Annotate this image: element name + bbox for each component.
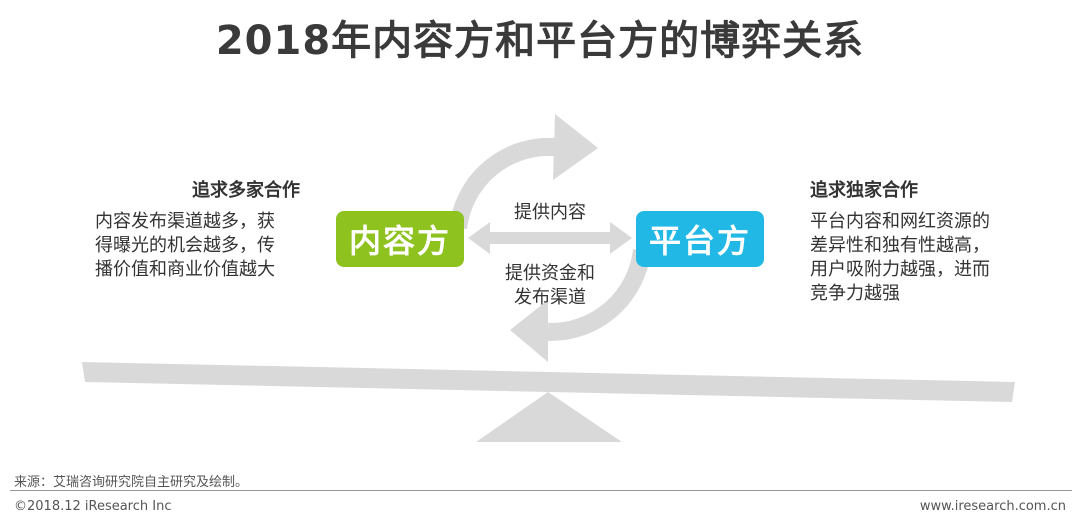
cycle-arrows (449, 137, 651, 342)
cycle-arrowhead-bottom (510, 300, 548, 362)
page-title: 2018年内容方和平台方的博弈关系 (215, 18, 865, 64)
right-desc-line: 平台内容和网红资源的 (810, 211, 990, 232)
right-desc-line: 竞争力越强 (810, 283, 900, 304)
cycle-arrow-bottom (547, 248, 651, 342)
mid-bottom-line: 提供资金和 (505, 263, 595, 284)
cycle-arrow-top (449, 137, 556, 230)
provide-funding-label: 提供资金和 发布渠道 (480, 262, 620, 310)
left-desc-line: 得曝光的机会越多，传 (95, 235, 275, 256)
left-description: 内容发布渠道越多，获 得曝光的机会越多，传 播价值和商业价值越大 (95, 210, 305, 282)
right-desc-line: 用户吸附力越强，进而 (810, 259, 990, 280)
right-heading: 追求独家合作 (810, 180, 918, 201)
provide-content-label: 提供内容 (514, 202, 586, 223)
copyright: ©2018.12 iResearch Inc (14, 499, 172, 514)
source-note: 来源：艾瑞咨询研究院自主研究及绘制。 (14, 475, 249, 490)
right-desc-line: 差异性和独有性越高， (810, 235, 990, 256)
left-heading: 追求多家合作 (192, 180, 300, 201)
right-description: 平台内容和网红资源的 差异性和独有性越高， 用户吸附力越强，进而 竞争力越强 (810, 210, 1030, 306)
left-desc-line: 播价值和商业价值越大 (95, 259, 275, 280)
platform-box: 平台方 (636, 211, 764, 267)
website-link[interactable]: www.iresearch.com.cn (919, 499, 1066, 514)
footer-divider (10, 490, 1072, 491)
cycle-arrowhead-top (553, 114, 598, 180)
mid-bottom-line: 发布渠道 (514, 287, 586, 308)
fulcrum (476, 392, 622, 442)
content-provider-box: 内容方 (336, 211, 464, 267)
balance-beam (82, 362, 1015, 402)
left-desc-line: 内容发布渠道越多，获 (95, 211, 275, 232)
double-arrow (468, 222, 632, 254)
